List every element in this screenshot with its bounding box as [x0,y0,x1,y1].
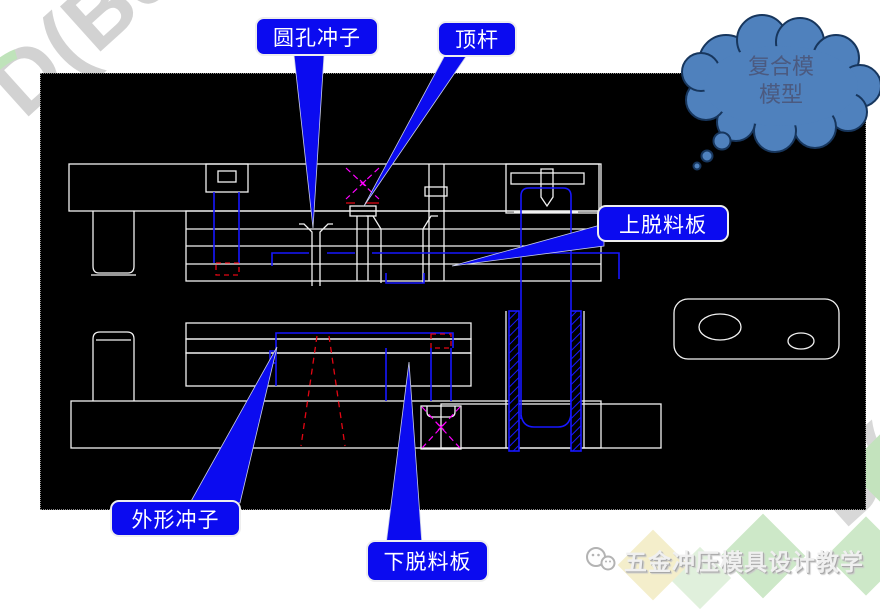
drop-hole-hidden-lines [300,335,346,447]
upper-stripper-outline [271,252,620,279]
lower-die-group [70,311,662,450]
pointer-ejector-rod [363,54,468,207]
ejector-pin-shaft [356,216,369,281]
screw-outline [540,168,554,208]
wechat-icon [586,547,616,571]
pointer-upper-stripper [451,223,605,267]
highlighted-parts-group [213,187,620,452]
callout-lower-stripper-plate: 下脱料板 [366,540,489,582]
guide-post-outline [92,331,135,401]
cloud-text-line2: 模型 [759,82,803,107]
product-part-drawing [673,298,840,360]
cloud-text-line1: 复合模 [748,54,814,79]
profile-punch-outline [275,332,454,386]
pointer-lower-stripper [385,361,423,546]
die-assembly-drawing [68,163,840,452]
callout-pointer-layer: 复合模 模型 [189,14,880,546]
ejector-pin-head [349,205,377,217]
brand-watermark: 五金冲压模具设计教学 [584,543,864,577]
spring-pocket [420,405,462,450]
hidden-lines-group [215,202,452,447]
callout-round-hole-punch: 圆孔冲子 [255,17,379,56]
thought-bubble-tail [692,131,732,171]
callout-ejector-rod: 顶杆 [437,21,517,57]
callout-upper-stripper-plate: 上脱料板 [597,205,729,242]
punch-die-outline [366,215,438,283]
spring-symbols-group [345,167,461,449]
pointer-round-hole-punch [293,54,325,229]
thought-bubble: 复合模 模型 [681,14,880,171]
round-punch-outline [299,223,333,286]
brand-text: 五金冲压模具设计教学 [624,549,864,575]
pointer-profile-punch [189,346,278,504]
callout-profile-punch: 外形冲子 [110,500,241,537]
